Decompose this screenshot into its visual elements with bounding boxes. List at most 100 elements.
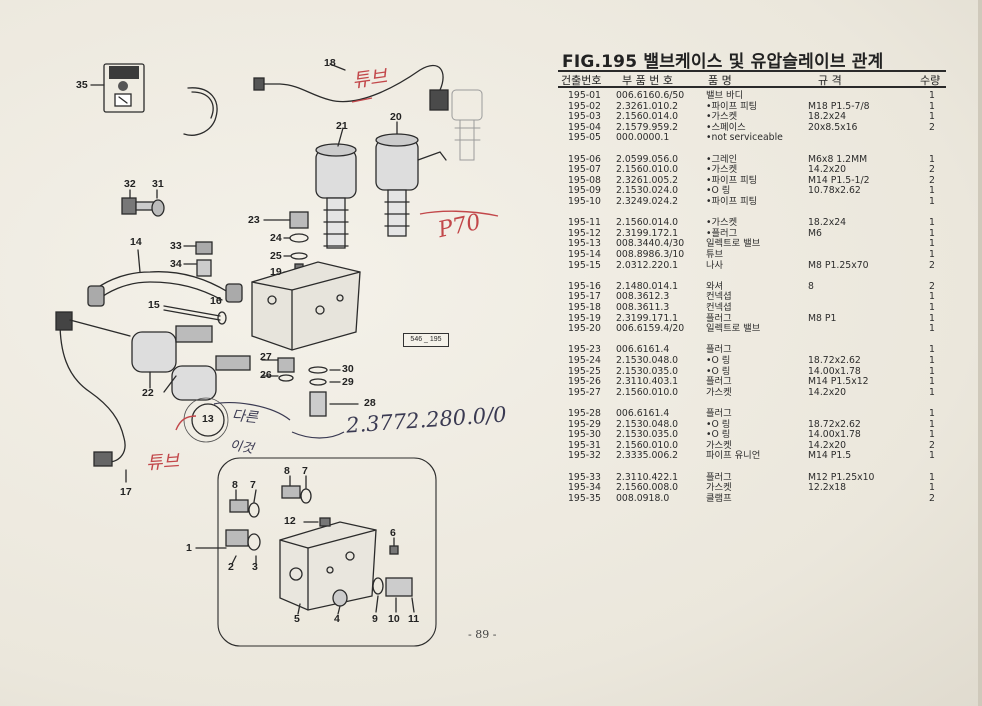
header-part: 부 품 번 호 <box>622 74 673 87</box>
row-part-no: 195-07 <box>568 164 601 176</box>
row-qty: 1 <box>929 365 935 377</box>
row-part-name: 플러그 <box>706 344 732 356</box>
row-qty: 2 <box>929 439 935 451</box>
row-qty: 1 <box>929 471 935 483</box>
callout-26: 26 <box>260 369 272 381</box>
callout-23: 23 <box>248 214 260 226</box>
row-part-number: 2.1560.010.0 <box>616 164 679 176</box>
row-part-no: 195-08 <box>568 174 601 186</box>
callout-13: 13 <box>202 413 214 425</box>
handwriting-small-note: 이것 <box>228 438 255 457</box>
row-part-name: •파이프 피팅 <box>706 174 758 186</box>
row-part-no: 195-28 <box>568 408 601 419</box>
row-part-name: 컨넥셥 <box>706 302 732 313</box>
row-part-name: •O 링 <box>706 355 731 366</box>
callout-19: 19 <box>270 266 282 278</box>
callout-25: 25 <box>270 250 282 262</box>
row-part-name: 일렉트로 밸브 <box>706 323 761 335</box>
row-qty: 1 <box>929 227 935 239</box>
row-part-name: •O 링 <box>706 365 731 377</box>
row-part-number: 2.1530.035.0 <box>616 429 679 441</box>
row-part-name: •가스켓 <box>706 164 738 176</box>
row-part-number: 006.6161.4 <box>616 344 670 356</box>
callout-11: 11 <box>408 613 420 625</box>
row-part-name: •플러그 <box>706 227 738 239</box>
callout-27: 27 <box>260 351 272 363</box>
callout-7a: 7 <box>250 479 256 491</box>
row-spec: 8 <box>808 280 814 292</box>
row-spec: 14.00x1.78 <box>808 365 861 377</box>
row-part-no: 195-15 <box>568 259 601 271</box>
row-part-name: 컨넥셥 <box>706 291 732 303</box>
row-part-no: 195-01 <box>568 90 601 101</box>
row-part-name: 플러그 <box>706 376 732 388</box>
row-qty: 1 <box>929 249 935 260</box>
row-part-number: 2.3199.172.1 <box>616 227 679 239</box>
row-part-name: •그레인 <box>706 153 738 165</box>
row-part-name: •파이프 피팅 <box>706 196 758 207</box>
row-part-number: 2.1560.014.0 <box>616 217 679 229</box>
row-part-no: 195-32 <box>568 450 601 462</box>
callout-2: 2 <box>228 561 234 573</box>
row-part-number: 008.3440.4/30 <box>616 238 685 250</box>
row-part-name: •스페이스 <box>706 121 746 133</box>
row-spec: M18 P1.5-7/8 <box>808 100 870 112</box>
callout-24: 24 <box>270 232 282 244</box>
row-qty: 2 <box>929 280 935 292</box>
callout-6: 6 <box>390 527 396 539</box>
row-spec: 14.2x20 <box>808 164 847 176</box>
row-spec: M6 <box>808 227 822 239</box>
row-part-name: 가스켓 <box>706 482 732 494</box>
row-spec: M14 P1.5-1/2 <box>808 174 870 186</box>
row-part-no: 195-31 <box>568 439 601 451</box>
row-part-name: 밸브 바디 <box>706 90 744 101</box>
row-spec: M8 P1.25x70 <box>808 259 869 271</box>
callout-12: 12 <box>284 515 296 527</box>
callout-21: 21 <box>336 120 348 132</box>
row-part-name: 파이프 유니언 <box>706 450 761 462</box>
row-qty: 1 <box>929 100 935 112</box>
row-part-number: 2.1530.048.0 <box>616 418 679 430</box>
callout-18: 18 <box>324 57 336 69</box>
row-qty: 2 <box>929 259 935 271</box>
row-part-no: 195-17 <box>568 291 601 303</box>
callout-31: 31 <box>152 178 164 190</box>
row-part-number: 2.0312.220.1 <box>616 259 679 271</box>
page-edge <box>978 0 982 706</box>
row-part-no: 195-18 <box>568 302 601 313</box>
row-qty: 1 <box>929 429 935 441</box>
row-spec: 18.72x2.62 <box>808 418 861 430</box>
row-qty: 1 <box>929 238 935 250</box>
row-part-no: 195-33 <box>568 471 601 483</box>
callout-29: 29 <box>342 376 354 388</box>
row-part-name: 클램프 <box>706 492 732 504</box>
row-part-number: 2.1530.035.0 <box>616 365 679 377</box>
row-qty: 1 <box>929 418 935 430</box>
row-part-number: 008.8986.3/10 <box>616 249 685 260</box>
row-part-no: 195-20 <box>568 323 601 335</box>
row-spec: M6x8 1.2MM <box>808 153 868 165</box>
row-part-number: 2.3335.006.2 <box>616 450 679 462</box>
row-part-no: 195-03 <box>568 111 601 123</box>
row-qty: 2 <box>929 164 935 176</box>
row-part-no: 195-29 <box>568 418 601 430</box>
figure-ref-box: 546 _ 195 <box>403 333 449 347</box>
row-part-number: 006.6161.4 <box>616 408 670 419</box>
header-spec: 규 격 <box>818 74 842 87</box>
row-part-number: 2.1530.048.0 <box>616 355 679 366</box>
row-part-name: 가스켓 <box>706 439 732 451</box>
row-part-name: •O 링 <box>706 185 731 197</box>
row-part-no: 195-25 <box>568 365 601 377</box>
callout-9: 9 <box>372 613 378 625</box>
handwriting-circle-note: 다른 <box>231 407 259 427</box>
header-rule-top <box>558 70 946 72</box>
callout-20: 20 <box>390 111 402 123</box>
row-part-no: 195-14 <box>568 249 601 260</box>
row-part-no: 195-16 <box>568 280 601 292</box>
handwriting-red-top: 튜브 <box>350 65 389 93</box>
row-qty: 1 <box>929 196 935 207</box>
row-spec: M12 P1.25x10 <box>808 471 875 483</box>
row-part-name: 와셔 <box>706 280 724 292</box>
row-part-number: 2.3261.010.2 <box>616 100 679 112</box>
row-qty: 1 <box>929 408 935 419</box>
